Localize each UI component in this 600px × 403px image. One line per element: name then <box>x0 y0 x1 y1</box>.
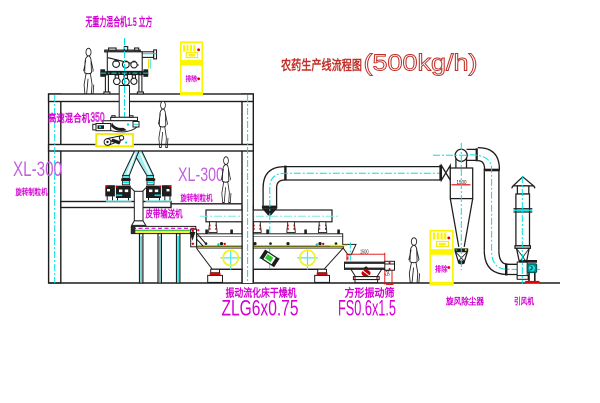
svg-text:540: 540 <box>386 267 392 276</box>
svg-text:引风机: 引风机 <box>514 295 534 306</box>
svg-text:XL-300: XL-300 <box>178 165 224 186</box>
svg-text:旋风除尘器: 旋风除尘器 <box>445 295 485 306</box>
svg-text:XL-300: XL-300 <box>13 157 62 181</box>
svg-text:振动流化床干燥机: 振动流化床干燥机 <box>226 286 297 300</box>
svg-text:排除: 排除 <box>435 264 448 274</box>
svg-text:旋转制粒机: 旋转制粒机 <box>15 187 48 197</box>
svg-text:农药生产线流程图: 农药生产线流程图 <box>280 57 362 73</box>
svg-text:排除: 排除 <box>186 74 198 83</box>
svg-text:旋转制粒机: 旋转制粒机 <box>180 193 213 203</box>
svg-text:FS0.6x1.5: FS0.6x1.5 <box>338 295 396 320</box>
svg-text:无重力混合机1.5 立方: 无重力混合机1.5 立方 <box>85 14 153 29</box>
svg-text:350: 350 <box>91 109 105 124</box>
svg-text:方形振动筛: 方形振动筛 <box>345 286 395 300</box>
svg-text:皮带输送机: 皮带输送机 <box>145 208 183 221</box>
svg-text:高速混合机: 高速混合机 <box>48 111 90 124</box>
svg-text:1500: 1500 <box>360 250 369 256</box>
svg-text:ZLG6x0.75: ZLG6x0.75 <box>222 295 299 320</box>
svg-text:(500kg/h): (500kg/h) <box>364 50 478 76</box>
